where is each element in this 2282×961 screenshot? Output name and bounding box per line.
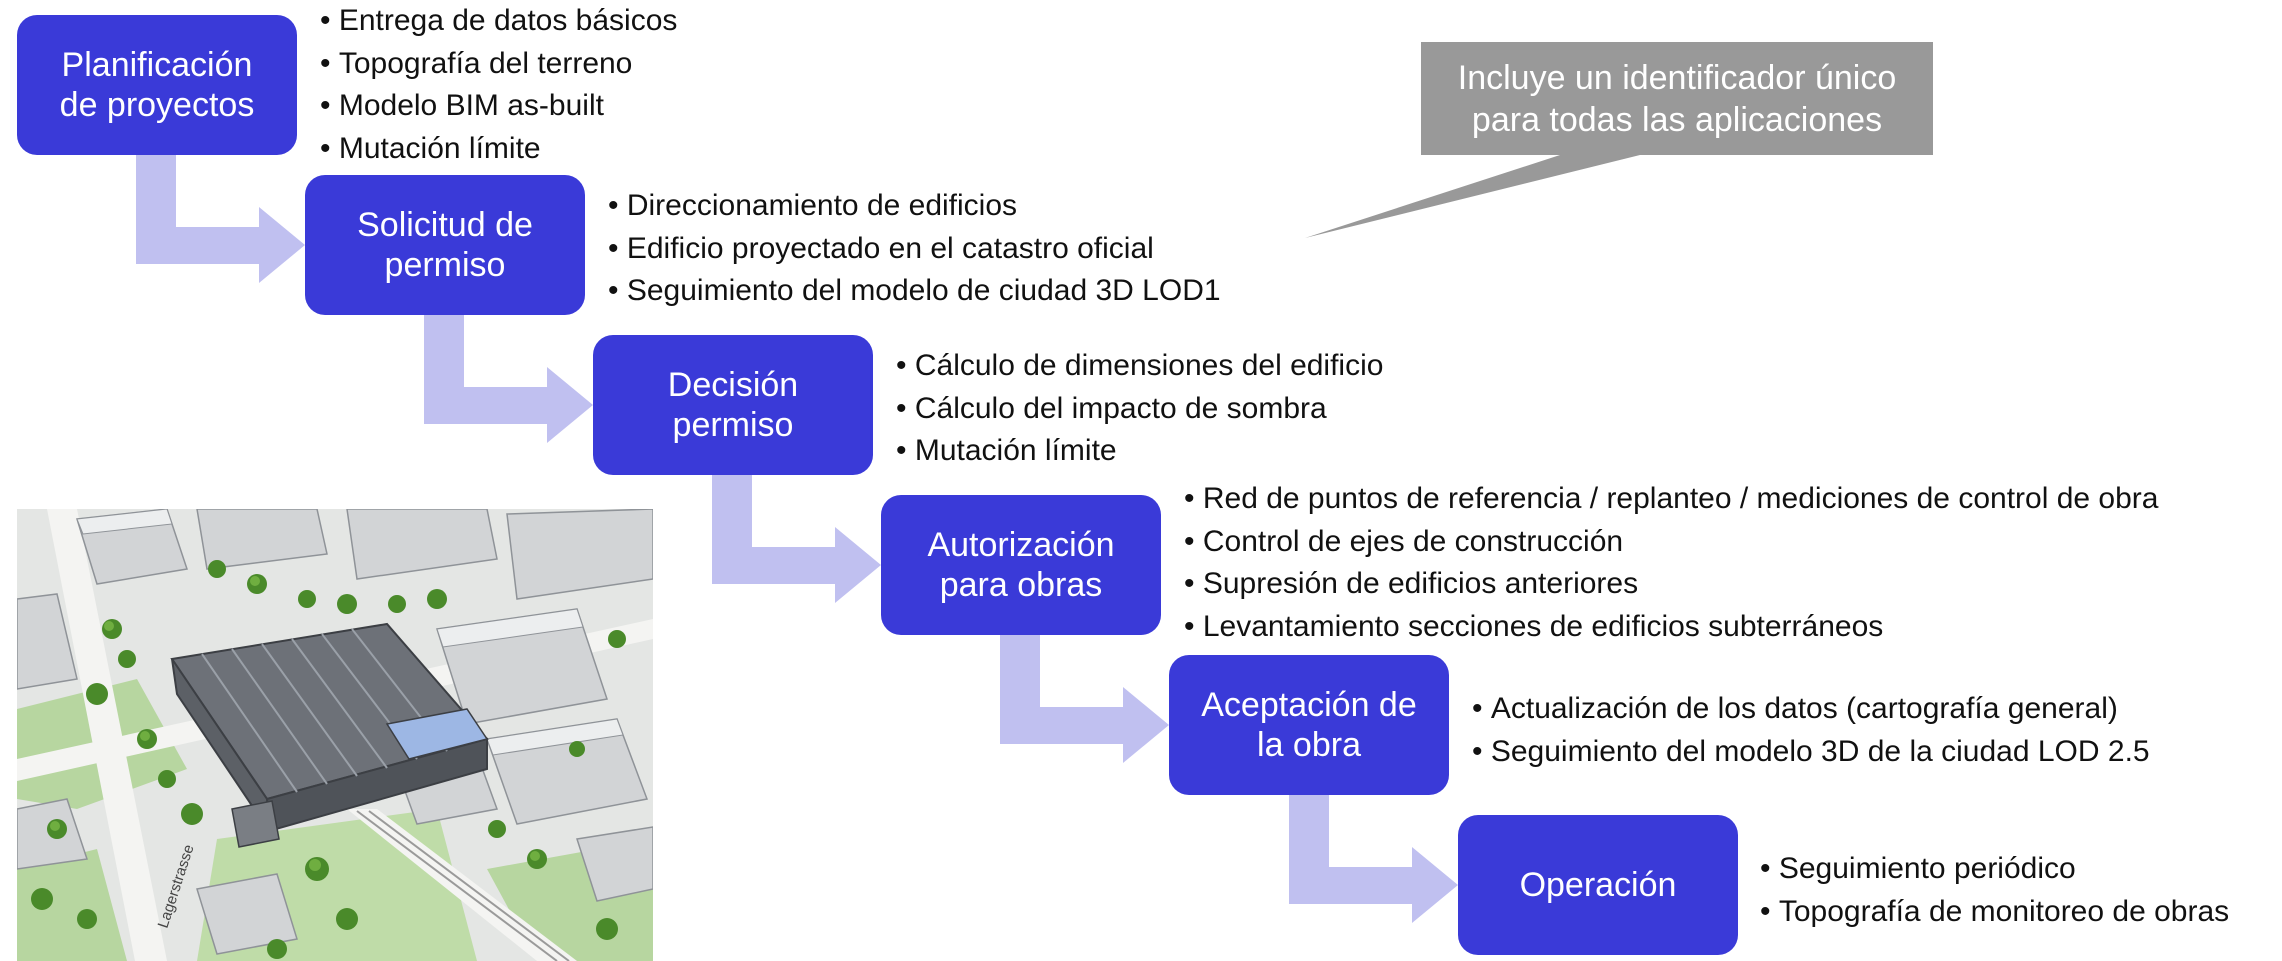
callout-box: Incluye un identificador único para toda… <box>1421 42 1933 155</box>
bullet-item: Supresión de edificios anteriores <box>1184 563 2158 606</box>
bullet-item: Topografía de monitoreo de obras <box>1760 891 2229 934</box>
bullet-item: Modelo BIM as-built <box>320 85 677 128</box>
bullet-item: Seguimiento periódico <box>1760 848 2229 891</box>
bullet-item: Actualización de los datos (cartografía … <box>1472 688 2150 731</box>
step-label-line2: de proyectos <box>59 86 255 124</box>
bullets-decision: Cálculo de dimensiones del edificio Cálc… <box>896 345 1384 473</box>
bullet-item: Cálculo del impacto de sombra <box>896 388 1383 431</box>
city-model-image: Lagerstrasse <box>17 509 653 961</box>
step-label-line1: Solicitud de <box>357 206 533 244</box>
step-autorizacion-obras: Autorización para obras <box>881 495 1161 635</box>
flow-arrow-3 <box>712 475 881 603</box>
bullet-item: Seguimiento del modelo de ciudad 3D LOD1 <box>608 270 1221 313</box>
step-label-line2: para obras <box>939 566 1103 604</box>
step-operacion: Operación <box>1458 815 1738 955</box>
step-aceptacion-obra: Aceptación de la obra <box>1169 655 1449 795</box>
flow-arrow-1 <box>136 155 305 283</box>
bullet-item: Red de puntos de referencia / replanteo … <box>1184 478 2159 521</box>
bullet-item: Seguimiento del modelo 3D de la ciudad L… <box>1472 731 2150 774</box>
bullets-operacion: Seguimiento periódico Topografía de moni… <box>1760 848 2229 933</box>
callout-line1: Incluye un identificador único <box>1457 58 1897 97</box>
step-label-line2: permiso <box>384 246 506 284</box>
bullet-item: Topografía del terreno <box>320 43 677 86</box>
step-label-line1: Aceptación de <box>1201 686 1417 724</box>
bullets-aceptacion: Actualización de los datos (cartografía … <box>1472 688 2150 773</box>
bullets-planificacion: Entrega de datos básicos Topografía del … <box>320 0 678 171</box>
step-label-line2: la obra <box>1257 726 1361 764</box>
step-decision-permiso: Decisión permiso <box>593 335 873 475</box>
bullet-item: Mutación límite <box>896 430 1383 473</box>
callout-line2: para todas las aplicaciones <box>1471 100 1883 139</box>
flow-arrow-5 <box>1289 795 1458 923</box>
bullet-item: Levantamiento secciones de edificios sub… <box>1184 606 2158 649</box>
step-planificacion: Planificación de proyectos <box>17 15 297 155</box>
flow-arrow-2 <box>424 315 593 443</box>
bullet-item: Mutación límite <box>320 128 677 171</box>
step-label-line1: Operación <box>1519 866 1677 904</box>
step-solicitud-permiso: Solicitud de permiso <box>305 175 585 315</box>
bullet-item: Cálculo de dimensiones del edificio <box>896 345 1384 388</box>
step-label-line2: permiso <box>672 406 794 444</box>
step-label-line1: Decisión <box>667 366 799 404</box>
step-label-line1: Planificación <box>61 46 253 84</box>
bullet-item: Direccionamiento de edificios <box>608 185 1221 228</box>
bullet-item: Control de ejes de construcción <box>1184 521 2158 564</box>
bullets-solicitud: Direccionamiento de edificios Edificio p… <box>608 185 1221 313</box>
flow-arrow-4 <box>1000 635 1169 763</box>
step-label-line1: Autorización <box>927 526 1115 564</box>
bullet-item: Edificio proyectado en el catastro ofici… <box>608 228 1221 271</box>
bullet-item: Entrega de datos básicos <box>320 0 678 43</box>
bullets-autorizacion: Red de puntos de referencia / replanteo … <box>1184 478 2159 649</box>
